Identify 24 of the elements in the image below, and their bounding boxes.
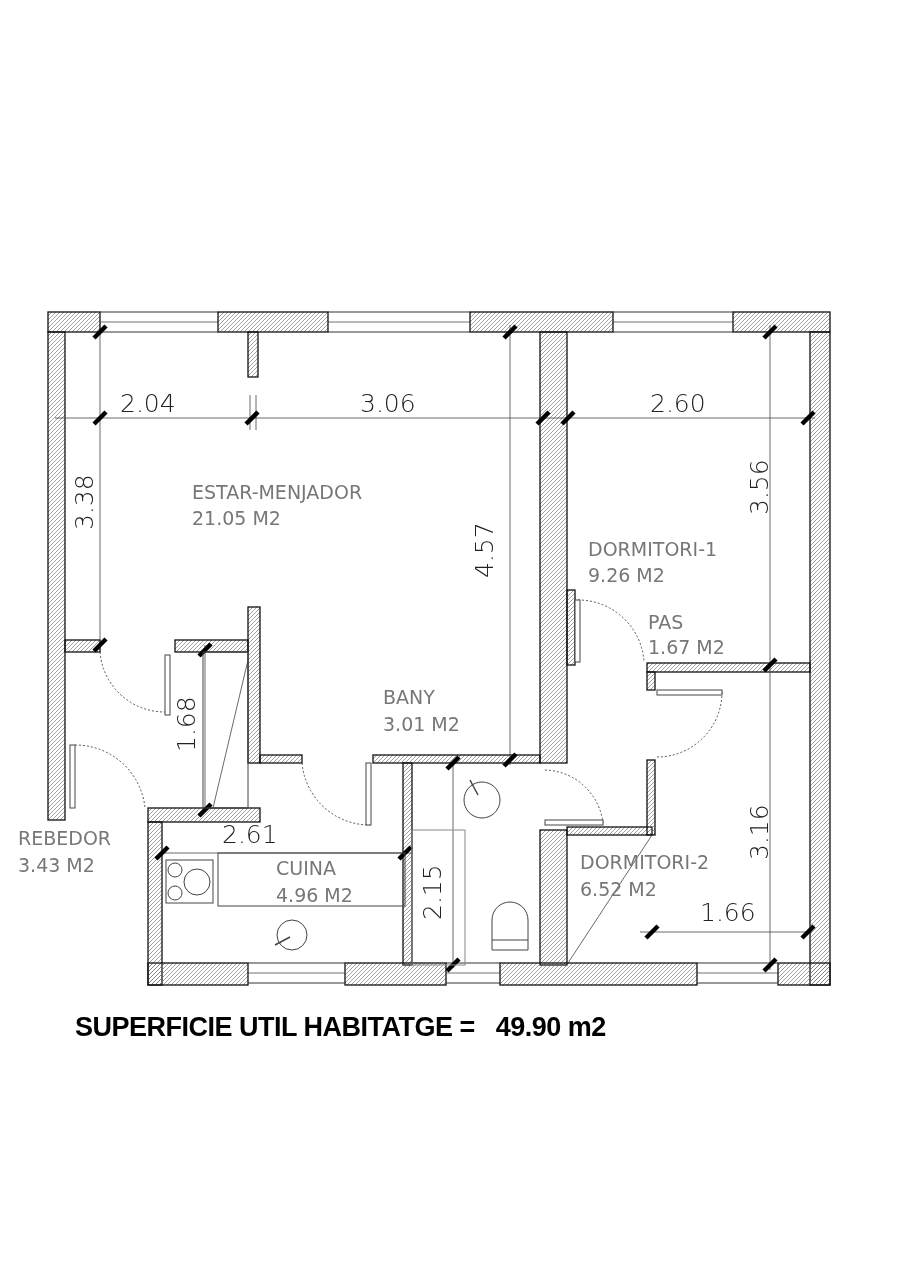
room-label: 3.43 M2 (18, 856, 95, 875)
dimension-value: 2.60 (650, 391, 706, 416)
room-label: DORMITORI-1 (588, 540, 718, 559)
room-label: PAS (648, 613, 684, 632)
dimension-value: 3.56 (747, 459, 772, 515)
room-label: 3.01 M2 (383, 715, 460, 734)
dimension-value: 2.15 (420, 864, 445, 920)
dimension-value: 2.61 (222, 822, 278, 847)
room-label: 1.67 M2 (648, 638, 725, 657)
room-label: 21.05 M2 (192, 509, 281, 528)
dimension-value: 2.04 (120, 391, 176, 416)
dimension-value: 3.06 (360, 391, 416, 416)
dimension-value: 4.57 (472, 522, 497, 578)
dimension-value: 1.68 (174, 696, 199, 752)
room-label: REBEDOR (18, 829, 112, 848)
dimension-value: 1.66 (700, 900, 756, 925)
total-area-caption: SUPERFICIE UTIL HABITATGE = 49.90 m2 (75, 1014, 606, 1041)
room-label: 9.26 M2 (588, 566, 665, 585)
room-label: CUINA (276, 859, 336, 878)
room-label: 4.96 M2 (276, 886, 353, 905)
dimension-value: 3.16 (747, 804, 772, 860)
room-label: ESTAR-MENJADOR (192, 483, 363, 502)
room-label: BANY (383, 688, 435, 707)
dimension-value: 3.38 (72, 474, 97, 530)
